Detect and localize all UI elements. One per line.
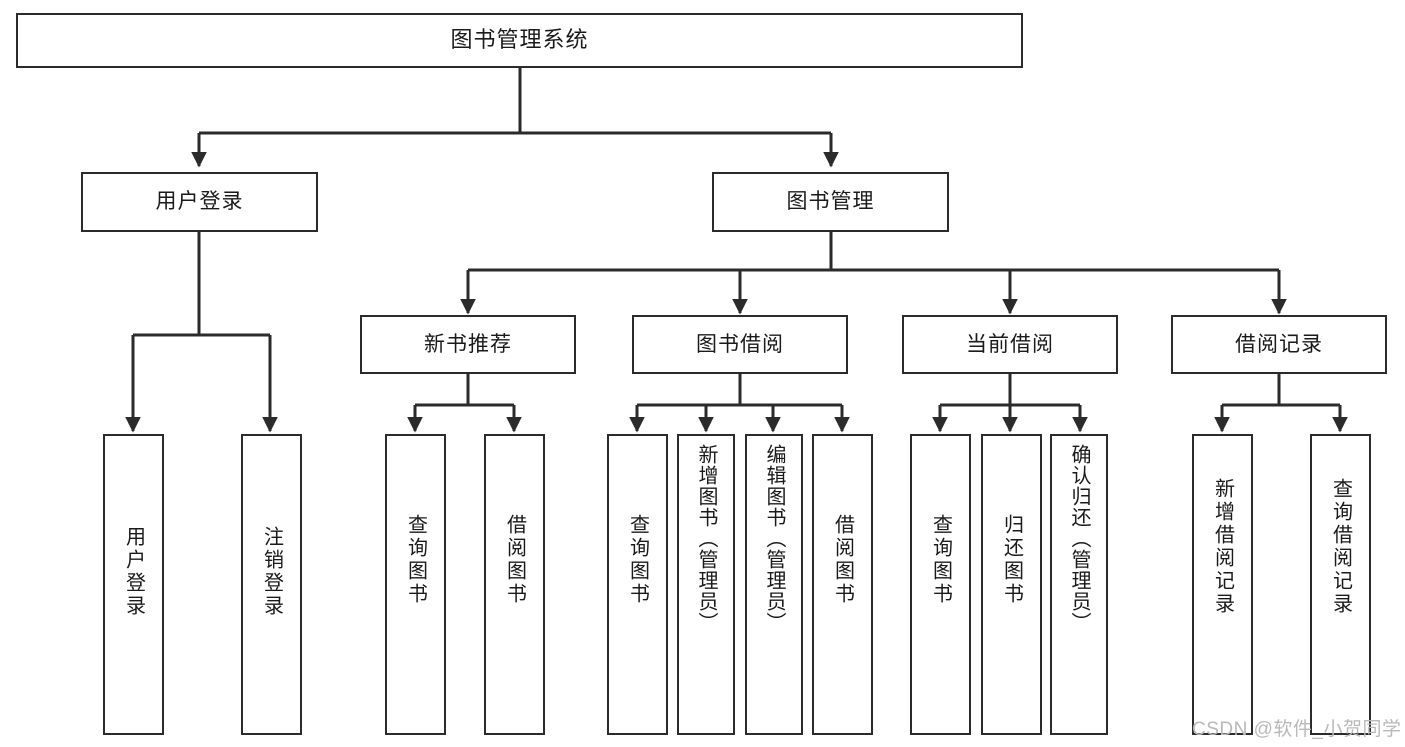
leaf-current-return-book[interactable]: 归还图书: [981, 434, 1042, 735]
leaf-user-login-login[interactable]: 用户登录: [103, 434, 164, 735]
node-label: 注销登录: [260, 526, 283, 618]
node-label: 图书借阅: [696, 332, 784, 356]
leaf-current-query-book[interactable]: 查询图书: [910, 434, 971, 735]
node-label: 新书推荐: [424, 332, 512, 356]
leaf-record-add-record[interactable]: 新增借阅记录: [1192, 434, 1253, 735]
node-label: 用户登录: [122, 526, 145, 618]
leaf-borrow-edit-book-admin[interactable]: 编辑图书（管理员）: [745, 434, 803, 735]
node-user-login[interactable]: 用户登录: [81, 172, 318, 232]
node-borrow-record[interactable]: 借阅记录: [1171, 315, 1387, 374]
node-label: 查询图书: [626, 514, 649, 606]
watermark-text: CSDN @软件_小贺同学: [1192, 719, 1402, 740]
node-label: 新增图书（管理员）: [695, 444, 717, 633]
leaf-new-book-query[interactable]: 查询图书: [385, 434, 446, 735]
node-label: 用户登录: [155, 190, 244, 214]
node-label: 编辑图书（管理员）: [763, 444, 785, 633]
node-book-borrow[interactable]: 图书借阅: [632, 315, 848, 374]
node-root-system[interactable]: 图书管理系统: [16, 13, 1023, 68]
leaf-record-query-record[interactable]: 查询借阅记录: [1310, 434, 1371, 735]
leaf-borrow-add-book-admin[interactable]: 新增图书（管理员）: [677, 434, 735, 735]
node-label: 当前借阅: [966, 332, 1054, 356]
node-current-borrow[interactable]: 当前借阅: [902, 315, 1118, 374]
node-label: 查询图书: [404, 514, 427, 606]
node-label: 查询借阅记录: [1329, 478, 1352, 616]
node-new-book-recommend[interactable]: 新书推荐: [360, 315, 576, 374]
node-label: 借阅图书: [831, 514, 854, 606]
leaf-new-book-borrow[interactable]: 借阅图书: [484, 434, 545, 735]
node-label: 查询图书: [929, 514, 952, 606]
leaf-user-login-logout[interactable]: 注销登录: [241, 434, 302, 735]
leaf-borrow-borrow-book[interactable]: 借阅图书: [812, 434, 873, 735]
node-label: 图书管理: [786, 190, 875, 214]
node-book-management[interactable]: 图书管理: [712, 172, 949, 232]
node-label: 借阅记录: [1235, 332, 1323, 356]
leaf-borrow-query-book[interactable]: 查询图书: [607, 434, 668, 735]
node-label: 确认归还（管理员）: [1068, 444, 1090, 633]
node-label: 归还图书: [1000, 514, 1023, 606]
node-label: 图书管理系统: [450, 27, 589, 53]
leaf-current-confirm-return-admin[interactable]: 确认归还（管理员）: [1050, 434, 1108, 735]
node-label: 新增借阅记录: [1211, 478, 1234, 616]
node-label: 借阅图书: [503, 514, 526, 606]
